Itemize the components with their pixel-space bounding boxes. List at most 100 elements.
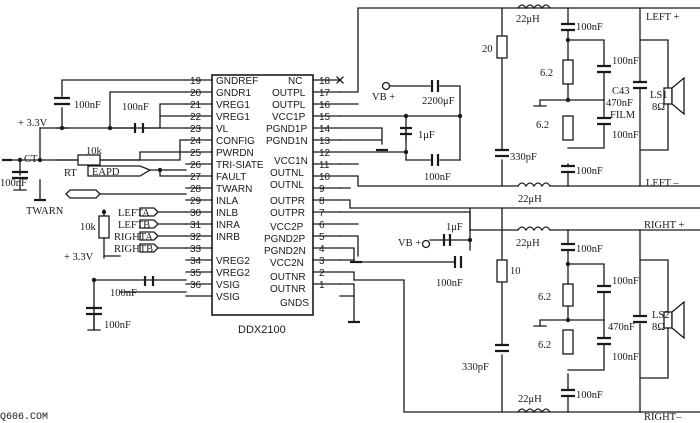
cap-left-100nf-vreg2 [143, 276, 155, 286]
pin-label-outnr-b: OUTNR [270, 284, 306, 295]
label-100nf-r-top3: 100nF [612, 130, 639, 141]
pin-num-24: 24 [190, 136, 202, 147]
output-filter-right [533, 229, 685, 413]
pin-label-inrb: INRB [216, 232, 240, 243]
label-vb-top: VB + [372, 92, 395, 103]
snubber-right [495, 207, 509, 413]
junction-dot [59, 125, 65, 131]
junction-dot [91, 277, 97, 283]
pin-label-fault: FAULT [216, 172, 246, 183]
pin-num-2: 2 [319, 268, 325, 279]
pin-label-outpl-b: OUTPL [272, 100, 306, 111]
label-100nf-r-top2: 100nF [612, 56, 639, 67]
label-ct: CT [24, 154, 38, 165]
pin-label-pwrdn: PWRDN [216, 148, 254, 159]
label-1uf-top: 1μF [418, 130, 435, 141]
twarn-connector-icon [65, 189, 101, 199]
pin-label-nc: NC [288, 76, 302, 87]
label-6.2-a: 6.2 [540, 68, 553, 79]
pin-num-13: 13 [319, 136, 331, 147]
label-100nf-vsig: 100nF [104, 320, 131, 331]
pin-label-vreg1-a: VREG1 [216, 100, 250, 111]
label-ls1-ohm: 8Ω [652, 102, 665, 113]
label-100nf-r-bot2: 100nF [612, 276, 639, 287]
pin-num-20: 20 [190, 88, 202, 99]
label-100nf-r-bot3: 100nF [612, 352, 639, 363]
nc-cross [336, 76, 344, 84]
pin-num-32: 32 [190, 232, 202, 243]
label-100nf-ct: 100nF [0, 178, 27, 189]
label-100nf-r-bot4: 100nF [576, 390, 603, 401]
pin-label-pgnd1n: PGND1N [266, 136, 308, 147]
pin-num-36: 36 [190, 280, 202, 291]
pin-num-1: 1 [319, 280, 325, 291]
pin-label-vcc1n: VCC1N [274, 156, 308, 167]
cap-left-100nf-vsig [86, 306, 102, 331]
junction-dot [565, 97, 571, 103]
junction-dot [565, 261, 571, 267]
pin-num-15: 15 [319, 112, 331, 123]
label-22uh-3: 22μH [516, 238, 540, 249]
cap-left-100nf-2 [133, 123, 145, 133]
pin-num-27: 27 [190, 172, 202, 183]
pin-label-outpr-a: OUTPR [270, 196, 305, 207]
resistor-rt-10k [77, 154, 101, 166]
label-right-plus: RIGHT + [644, 220, 685, 231]
label-6.2-b: 6.2 [536, 120, 549, 131]
label-100nf-r-top1: 100nF [576, 22, 603, 33]
pin-label-config: CONFIG [216, 136, 255, 147]
pin-label-inla: INLA [216, 196, 239, 207]
label-r20: 20 [482, 44, 493, 55]
pin-num-26: 26 [190, 160, 202, 171]
label-2200uf: 2200μF [422, 96, 455, 107]
pin-num-23: 23 [190, 124, 202, 135]
label-6.2-d: 6.2 [538, 340, 551, 351]
pin-num-4: 4 [319, 244, 325, 255]
junction-dot [101, 209, 107, 215]
pin-label-gndr1: GNDR1 [216, 88, 251, 99]
pin-num-25: 25 [190, 148, 202, 159]
pin-num-29: 29 [190, 196, 202, 207]
pin-label-outpl-a: OUTPL [272, 88, 306, 99]
junction-dot [17, 157, 23, 163]
pin-label-outpr-b: OUTPR [270, 208, 305, 219]
label-lefta: LEFTA [118, 208, 150, 219]
pin-label-vreg2-b: VREG2 [216, 268, 250, 279]
label-eapd: EAPD [92, 167, 120, 178]
junction-dot [457, 113, 463, 119]
pin-label-pgnd1p: PGND1P [266, 124, 307, 135]
pin-label-gnds: GNDS [280, 298, 309, 309]
pin-label-vcc1p: VCC1P [272, 112, 306, 123]
inductor-right-plus [517, 226, 551, 232]
pin-label-inra: INRA [216, 220, 240, 231]
label-r10: 10 [510, 266, 521, 277]
resistor-6.2-d [562, 329, 574, 355]
label-330pf-top: 330pF [510, 152, 537, 163]
pin-label-tristate: TRI-SIATE [216, 160, 264, 171]
pin-label-vcc2p: VCC2P [270, 222, 304, 233]
pin-label-vcc2n: VCC2N [270, 258, 304, 269]
label-10k-rt: 10k [86, 146, 103, 157]
pin-num-28: 28 [190, 184, 202, 195]
gnds-wire [339, 295, 355, 323]
leftb-arrow-icon [139, 219, 159, 229]
junction-dot [403, 113, 409, 119]
pin-num-5: 5 [319, 232, 325, 243]
label-left-plus: LEFT + [646, 12, 680, 23]
resistor-6.2-a [562, 59, 574, 85]
pin-label-pgnd2p: PGND2P [264, 234, 305, 245]
pin-num-11: 11 [319, 160, 330, 171]
watermark: Q606.COM [0, 412, 48, 423]
junction-dot [565, 37, 571, 43]
pin-num-30: 30 [190, 208, 202, 219]
pin-num-18: 18 [319, 76, 331, 87]
middle-wiring [339, 7, 700, 413]
chip-body [211, 74, 314, 316]
pin-num-31: 31 [190, 220, 202, 231]
cap-ct [12, 170, 28, 191]
cap-2200uf [430, 80, 440, 92]
label-3v3-top: + 3.3V [18, 118, 48, 129]
label-left-minus: LEFT – [646, 178, 680, 189]
pin-label-twarn: TWARN [216, 184, 252, 195]
